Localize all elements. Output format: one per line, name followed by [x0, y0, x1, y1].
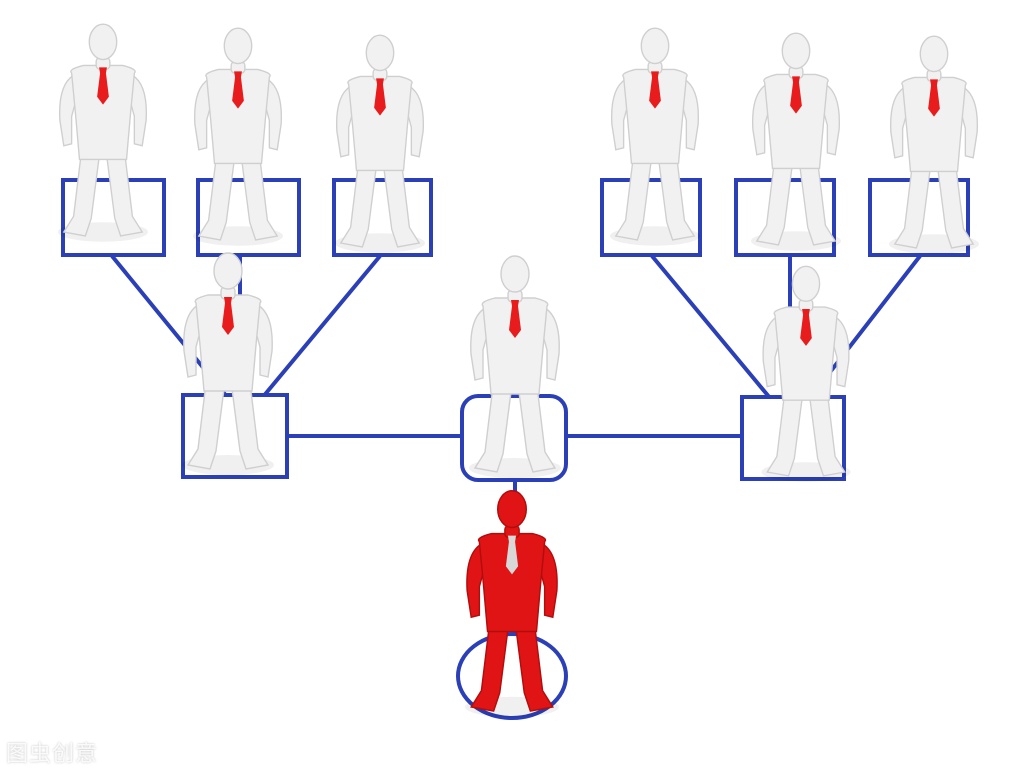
leader-figure [465, 490, 559, 718]
figure-head [223, 27, 253, 65]
employee-figure [609, 27, 701, 246]
tie-icon [232, 71, 244, 109]
figure-torso [763, 73, 829, 170]
tie-icon [97, 67, 109, 105]
figure-torso [477, 532, 547, 633]
manager-figure [182, 252, 274, 475]
tie-icon [649, 71, 661, 109]
figure-head [500, 255, 530, 293]
employee-figure [192, 27, 284, 246]
employee-figure [334, 34, 426, 253]
employee-figure [750, 32, 842, 251]
tie-icon [509, 300, 521, 338]
manager-figure [469, 255, 561, 478]
figure-torso [347, 75, 413, 172]
figure-torso [901, 76, 967, 173]
tie-icon [374, 78, 386, 116]
tie-icon [790, 76, 802, 114]
employee-figure [888, 35, 980, 254]
figure-head [497, 490, 527, 529]
figure-torso [205, 68, 271, 165]
tie-icon [505, 535, 519, 575]
figure-torso [70, 64, 136, 161]
figure-head [919, 35, 949, 73]
employee-figure [57, 23, 149, 242]
figure-torso [194, 294, 262, 392]
manager-figure [761, 265, 851, 482]
connector-line [650, 254, 772, 400]
tie-icon [222, 297, 234, 335]
figure-head [213, 252, 243, 290]
people-figures [57, 23, 980, 718]
connector-line [260, 254, 382, 400]
figure-head [640, 27, 670, 65]
figure-head [365, 34, 395, 72]
tie-icon [928, 79, 940, 117]
figure-torso [773, 306, 839, 401]
figure-torso [481, 297, 549, 395]
figure-head [781, 32, 811, 70]
figure-torso [622, 68, 688, 165]
figure-head [88, 23, 118, 61]
tie-icon [800, 309, 812, 346]
watermark-text: 图虫创意 [6, 742, 99, 767]
figure-head [791, 265, 821, 302]
